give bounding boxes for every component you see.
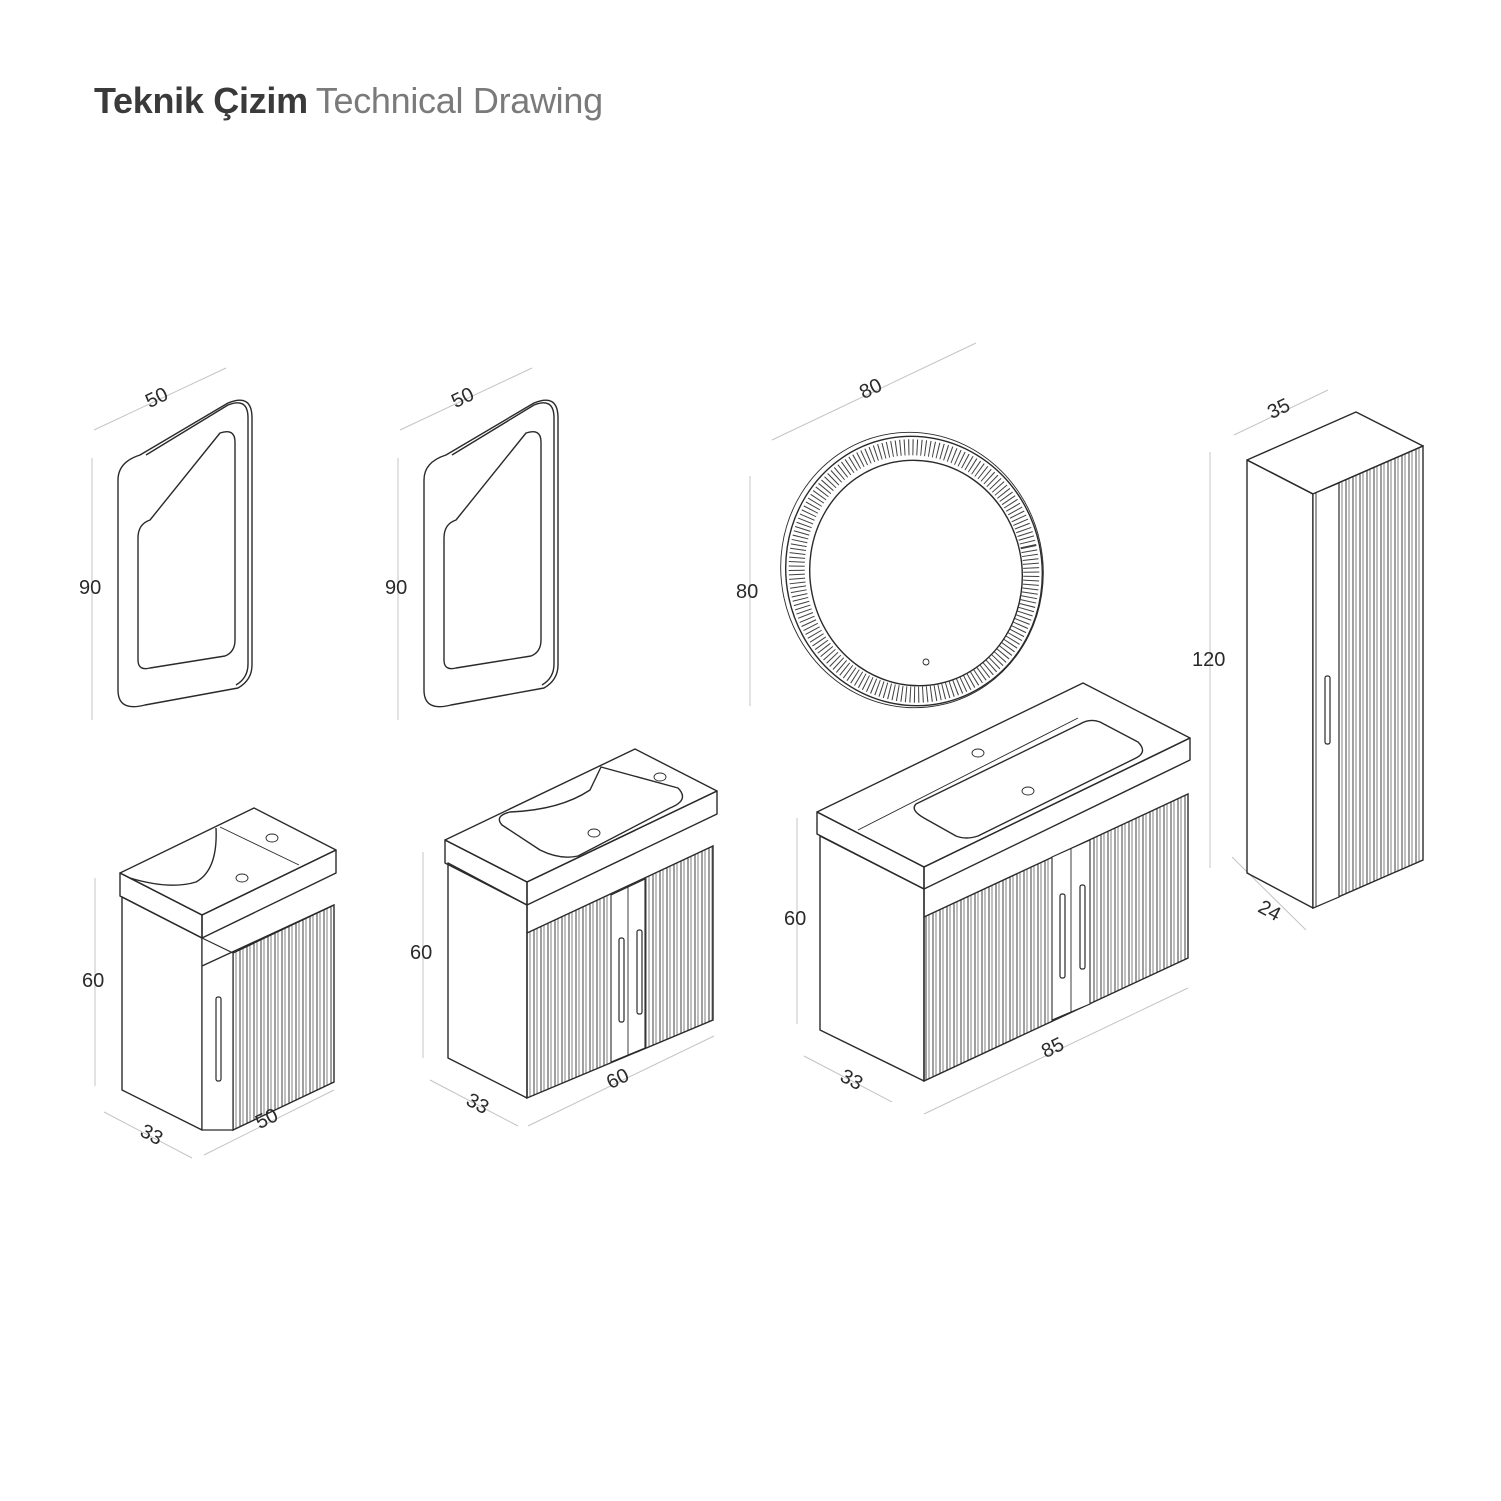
tall-cabinet — [1209, 389, 1424, 931]
dim-tall-cabinet-height: 120 — [1192, 649, 1226, 671]
dim-vanity50-height: 60 — [82, 970, 105, 992]
vanity-85 — [796, 682, 1191, 1115]
mirror-2 — [397, 367, 559, 720]
mirror-1 — [91, 367, 253, 720]
dim-vanity60-height: 60 — [410, 942, 433, 964]
vanity-60 — [422, 748, 718, 1127]
title-turkish: Teknik Çizim — [94, 80, 308, 121]
vanity-50 — [94, 807, 337, 1159]
dim-vanity85-height: 60 — [784, 908, 807, 930]
dim-mirror1-height: 90 — [79, 577, 102, 599]
dim-mirror2-height: 90 — [385, 577, 408, 599]
round-led-mirror — [749, 342, 1044, 709]
dim-round-mirror-height: 80 — [736, 581, 759, 603]
title-english: Technical Drawing — [315, 80, 603, 121]
